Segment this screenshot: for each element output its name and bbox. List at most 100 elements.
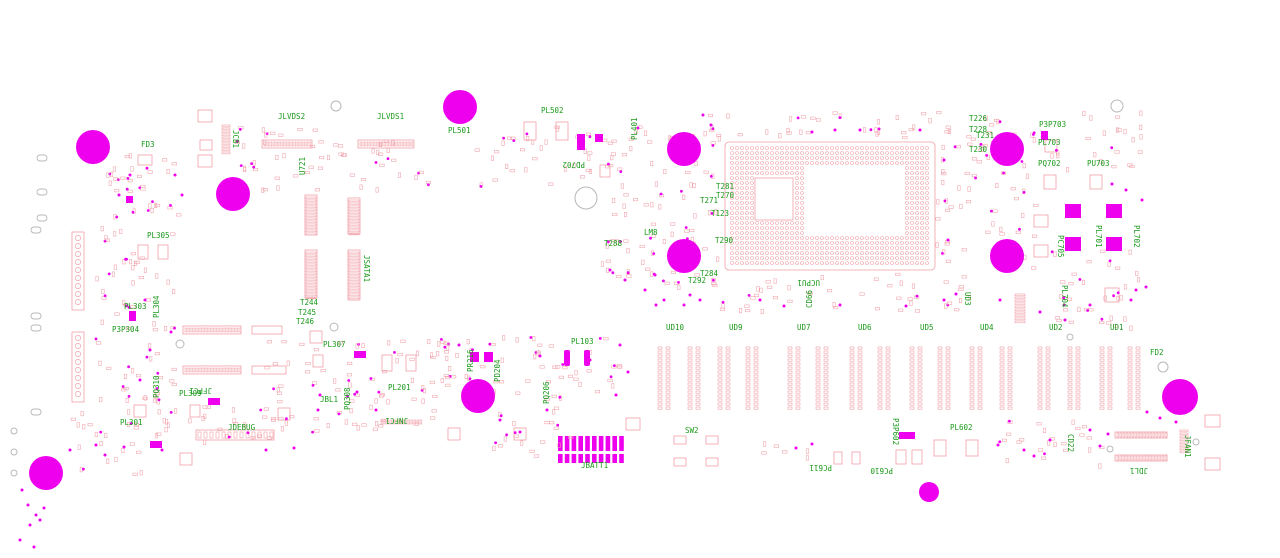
passive-pad bbox=[1005, 458, 1009, 464]
bga-ball bbox=[860, 241, 864, 245]
pad bbox=[133, 404, 147, 418]
passive-pad bbox=[490, 155, 494, 161]
via bbox=[626, 271, 630, 275]
passive-pad bbox=[1089, 115, 1093, 121]
dram-pad bbox=[823, 370, 829, 374]
dram-pad bbox=[695, 358, 701, 362]
dram-pad bbox=[877, 390, 883, 394]
passive-pad bbox=[492, 178, 498, 182]
bga-ball bbox=[750, 206, 754, 210]
passive-pad bbox=[172, 288, 176, 294]
dram-pad bbox=[909, 354, 915, 358]
passive-pad bbox=[1137, 277, 1141, 283]
dram-pad bbox=[849, 354, 855, 358]
lvds-pin bbox=[407, 141, 411, 147]
passive-pad bbox=[1043, 427, 1047, 433]
bga-ball bbox=[800, 241, 804, 245]
battery-pin bbox=[598, 436, 604, 451]
passive-pad bbox=[711, 282, 717, 286]
bga-ball bbox=[730, 191, 734, 195]
dram-pad bbox=[795, 386, 801, 390]
passive-pad bbox=[381, 418, 387, 422]
passive-pad bbox=[707, 113, 713, 117]
bga-ball bbox=[735, 166, 739, 170]
via bbox=[711, 127, 715, 130]
bga-ball bbox=[920, 156, 924, 160]
dram-pad bbox=[753, 358, 759, 362]
passive-pad bbox=[898, 308, 904, 312]
sata-pin bbox=[305, 275, 317, 279]
passive-pad bbox=[967, 295, 971, 301]
bga-ball bbox=[920, 226, 924, 230]
passive-pad bbox=[554, 125, 560, 129]
debug-pin bbox=[221, 431, 226, 439]
dram-pad bbox=[1075, 382, 1081, 386]
dram-pad bbox=[1107, 354, 1113, 358]
dram-pad bbox=[857, 390, 863, 394]
conn-pin bbox=[221, 148, 231, 152]
bga-ball bbox=[910, 186, 914, 190]
bga-ball bbox=[800, 161, 804, 165]
bga-ball bbox=[805, 236, 809, 240]
passive-pad bbox=[689, 182, 693, 188]
passive-pad bbox=[805, 448, 809, 454]
via bbox=[122, 445, 126, 449]
dram-pad bbox=[665, 346, 671, 350]
via bbox=[420, 388, 424, 392]
bga-ball bbox=[895, 246, 899, 250]
bga-ball bbox=[765, 231, 769, 235]
passive-pad bbox=[94, 431, 98, 437]
bga-ball bbox=[925, 231, 929, 235]
smd-pad bbox=[577, 134, 585, 150]
passive-pad bbox=[807, 291, 813, 295]
dram-pad bbox=[1135, 390, 1141, 394]
via bbox=[427, 183, 430, 187]
via bbox=[1063, 318, 1067, 322]
passive-pad bbox=[444, 350, 450, 354]
passive-pad bbox=[1113, 324, 1119, 328]
via bbox=[127, 365, 130, 369]
ffc-pin bbox=[187, 367, 191, 373]
ffc-pin bbox=[184, 327, 188, 333]
passive-pad bbox=[623, 193, 629, 197]
jdl-pin bbox=[1131, 455, 1135, 461]
dram-pad bbox=[1099, 402, 1105, 406]
dram-pad bbox=[885, 398, 891, 402]
conn-pin bbox=[305, 205, 317, 209]
smd-pad bbox=[1041, 131, 1048, 140]
dram-pad bbox=[937, 386, 943, 390]
sata-pin bbox=[305, 290, 317, 294]
dram-pad bbox=[665, 366, 671, 370]
passive-pad bbox=[436, 351, 440, 357]
smd-pad bbox=[595, 134, 603, 142]
label-jbatt1: JBATT1 bbox=[581, 461, 608, 470]
dram-pad bbox=[753, 370, 759, 374]
via bbox=[1124, 188, 1128, 192]
dram-pad bbox=[795, 358, 801, 362]
passive-pad bbox=[122, 299, 126, 305]
passive-pad bbox=[616, 275, 622, 279]
passive-pad bbox=[692, 183, 696, 189]
battery-pin bbox=[558, 454, 563, 463]
bga-ball bbox=[840, 261, 844, 265]
passive-pad bbox=[232, 418, 236, 424]
bga-ball bbox=[885, 236, 889, 240]
passive-pad bbox=[610, 152, 616, 156]
passive-pad bbox=[1041, 456, 1047, 460]
dram-pad bbox=[1067, 402, 1073, 406]
bga-ball bbox=[800, 261, 804, 265]
dram-pad bbox=[1067, 374, 1073, 378]
dram-pad bbox=[1135, 394, 1141, 398]
passive-pad bbox=[386, 399, 390, 405]
dram-pad bbox=[815, 406, 821, 410]
bga-ball bbox=[825, 161, 829, 165]
via bbox=[659, 192, 663, 196]
via bbox=[126, 177, 130, 180]
bga-ball bbox=[860, 156, 864, 160]
dram-pad bbox=[1127, 366, 1133, 370]
passive-pad bbox=[958, 285, 964, 289]
bga-ball bbox=[855, 256, 859, 260]
bga-ball bbox=[740, 151, 744, 155]
lvds-pin bbox=[293, 141, 297, 147]
dram-pad bbox=[857, 358, 863, 362]
